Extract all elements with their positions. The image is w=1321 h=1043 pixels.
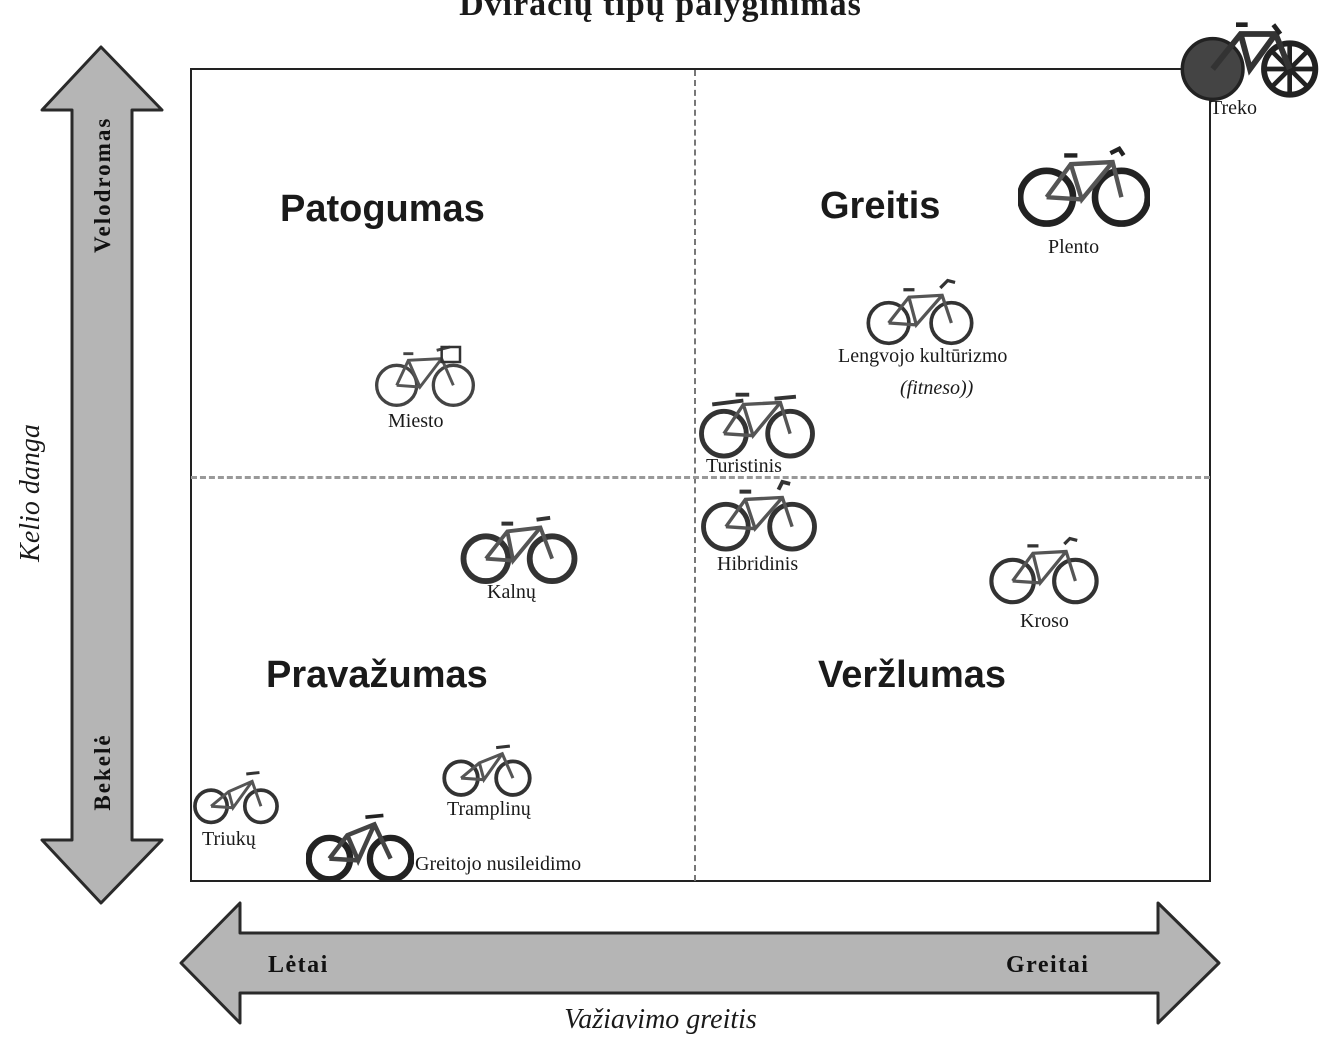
bike-label-tramplinu: Tramplinų: [447, 798, 531, 820]
quadrant-label-bottom-right: Veržlumas: [818, 654, 1006, 696]
quadrant-label-top-left: Patogumas: [280, 188, 485, 230]
bike-label-plento: Plento: [1048, 236, 1100, 258]
bike-label-miesto: Miesto: [388, 410, 444, 432]
x-low-label: Lėtai: [268, 952, 329, 978]
horizontal-divider: [191, 476, 1210, 479]
greitojo-bike-icon: [306, 813, 414, 882]
bike-label-turistinis: Turistinis: [706, 455, 782, 477]
bike-label-kalnu: Kalnų: [487, 581, 536, 603]
tramplinu-bike-icon: [442, 744, 532, 797]
quadrant-label-top-right: Greitis: [820, 185, 941, 227]
vertical-divider: [694, 70, 696, 881]
hibridinis-bike-icon: [701, 479, 817, 552]
x-high-label: Greitai: [1006, 952, 1090, 978]
treko-bike-icon: [1180, 22, 1319, 102]
quadrant-label-bottom-left: Pravažumas: [266, 654, 488, 696]
bike-label-kroso: Kroso: [1020, 610, 1069, 632]
bike-label-lengvojo-line2: (fitneso)): [900, 377, 974, 399]
lengvojo-bike-icon: [866, 278, 974, 346]
bike-label-triuku: Triukų: [202, 828, 256, 850]
miesto-bike-icon: [375, 345, 475, 407]
kalnu-bike-icon: [460, 515, 578, 584]
horizontal-double-arrow: [179, 901, 1221, 1025]
bike-label-treko: Treko: [1210, 97, 1258, 119]
triuku-bike-icon: [193, 771, 279, 825]
bike-label-hibridinis: Hibridinis: [717, 553, 799, 575]
y-high-label: Velodromas: [90, 116, 115, 253]
plento-bike-icon: [1018, 145, 1150, 227]
kroso-bike-icon: [989, 536, 1099, 605]
turistinis-bike-icon: [699, 392, 815, 459]
bike-label-lengvojo-line1: Lengvojo kultūrizmo: [838, 345, 1008, 367]
bike-label-greitojo: Greitojo nusileidimo: [415, 853, 582, 875]
vertical-double-arrow: [40, 45, 164, 905]
y-axis-title: Kelio danga: [15, 424, 46, 562]
chart-frame: [190, 68, 1211, 882]
x-axis-title: Važiavimo greitis: [564, 1004, 757, 1035]
y-low-label: Bekelė: [90, 733, 115, 811]
diagram-title: Dviračių tipų palyginimas: [459, 0, 862, 23]
